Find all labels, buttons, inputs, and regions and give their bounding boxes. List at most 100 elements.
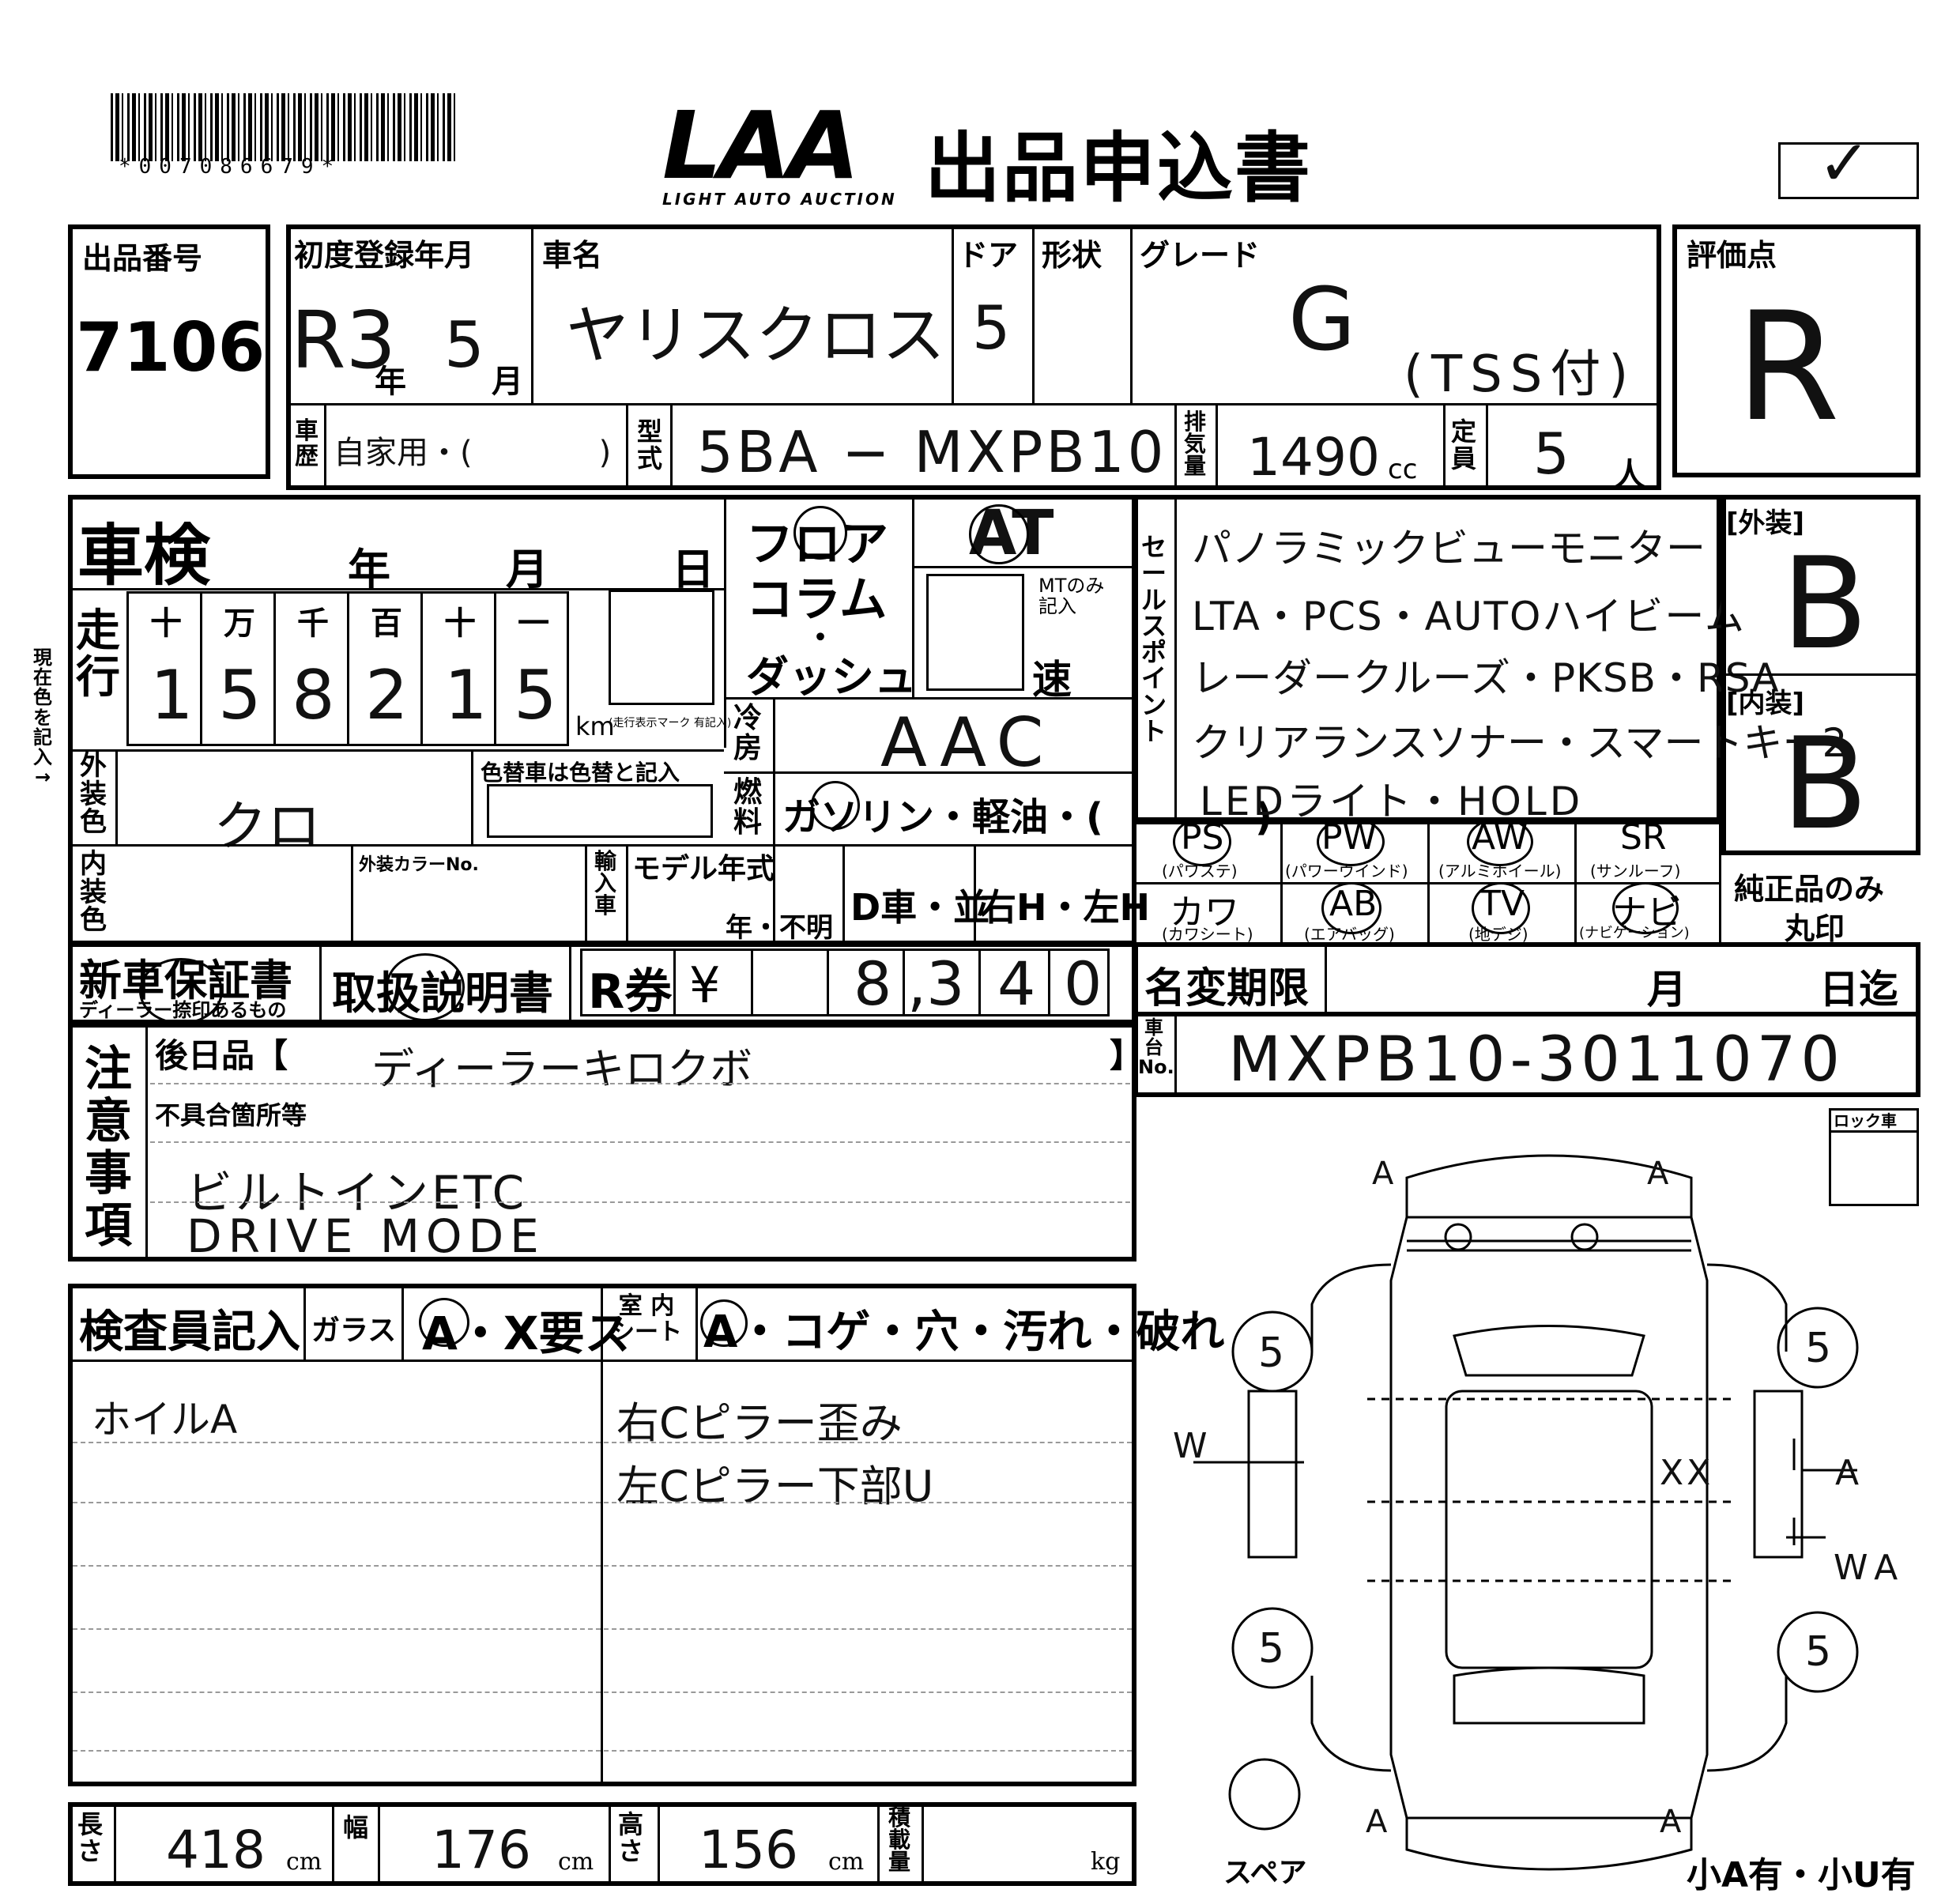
ac-label: 冷房	[733, 702, 762, 764]
mileage-digit-5: 5	[514, 656, 557, 735]
mileage-digit-0: 1	[150, 656, 194, 735]
windshield	[1453, 1325, 1645, 1377]
left-front-fender	[1310, 1263, 1392, 1352]
ac-value: AAC	[880, 703, 1055, 783]
capacity-value: 5	[1533, 421, 1570, 487]
import-label: 輸入車	[594, 848, 616, 918]
height-value: 156	[699, 1820, 798, 1880]
chassis-label-text: 車台No.	[1138, 1075, 1141, 1076]
km-note: (走行表示マーク 有記入)	[609, 717, 732, 730]
chassis-value: MXPB10-3011070	[1228, 1024, 1845, 1096]
inspector-label: 検査員記入	[79, 1307, 300, 1358]
fuel-circle	[811, 781, 860, 830]
interior-value: B	[1781, 710, 1868, 858]
equip-sr-sub: (サンルーフ)	[1590, 862, 1681, 881]
check-mark: ✓	[1818, 126, 1871, 200]
dot-label: ・	[805, 620, 836, 656]
later-label: 後日品【	[155, 1036, 288, 1075]
equip-ps-sub: (パワステ)	[1162, 862, 1238, 881]
ext-color-value: クロ	[213, 796, 322, 858]
height-label: 高さ	[617, 1809, 643, 1866]
name-change-day: 日迄	[1819, 967, 1898, 1013]
first-reg-month: 5	[444, 308, 484, 382]
tire-rear-right-value: 5	[1805, 1628, 1832, 1676]
barcode	[111, 93, 458, 161]
handle-label: 右H・左H	[980, 886, 1150, 929]
model-year-unit: 年・不明	[726, 912, 833, 944]
notes-line-0: ビルトインETC	[187, 1166, 528, 1220]
car-body	[1389, 1216, 1709, 1820]
speed-unit: 速	[1032, 657, 1072, 703]
logo-subtitle: LIGHT AUTO AUCTION	[662, 190, 897, 209]
shape-label: 形状	[1042, 238, 1102, 273]
defects-label: 不具合箇所等	[155, 1100, 307, 1130]
digit-header-0: 十	[150, 605, 182, 642]
genuine-line-1: 純正品のみ	[1734, 872, 1885, 907]
left-sill	[1247, 1390, 1298, 1559]
shaken-label: 車検	[77, 517, 211, 594]
color-change-note: 色替車は色替と記入	[481, 760, 680, 786]
notes-line-1: DRIVE MODE	[187, 1209, 545, 1263]
tire-front-left	[1231, 1311, 1314, 1393]
genuine-line-2: 丸印	[1785, 911, 1845, 946]
name-change-month: 月	[1647, 967, 1687, 1013]
corner-a-fl: A	[1372, 1156, 1394, 1192]
tire-rear-left	[1231, 1607, 1314, 1689]
lot-label: 出品番号	[82, 241, 203, 276]
recycle-label: R券	[588, 964, 673, 1020]
equip-pw-sub: (パワーウインド)	[1285, 862, 1408, 881]
model-year-label: モデル年式	[632, 853, 775, 885]
equip-kawa-sub: (カワシート)	[1162, 925, 1253, 944]
grade-label: グレード	[1140, 238, 1261, 273]
mileage-side-note: 現在色を記入→	[33, 647, 52, 789]
mileage-digit-3: 2	[365, 656, 409, 735]
later-value: ディーラーキロクボ	[371, 1044, 753, 1094]
mt-note: MTのみ記入	[1038, 575, 1105, 618]
shaken-year-unit: 年	[348, 545, 390, 594]
mileage-digit-4: 1	[444, 656, 488, 735]
km-unit: km	[575, 711, 615, 741]
width-value: 176	[432, 1820, 531, 1880]
length-unit: cm	[286, 1848, 322, 1876]
width-unit: cm	[558, 1848, 594, 1876]
model-type: 5BA − MXPB10	[697, 419, 1167, 485]
car-name-label: 車名	[542, 238, 603, 273]
notes-label: 注意事項	[85, 1042, 132, 1254]
load-label: 積載量	[888, 1805, 910, 1875]
grade-value: G	[1288, 269, 1356, 370]
page-title: 出品申込書	[925, 124, 1312, 213]
tire-rear-right	[1777, 1611, 1859, 1693]
right-front-fender	[1706, 1263, 1788, 1352]
sales-point-line-1: LTA・PCS・AUTOハイビーム	[1192, 594, 1746, 639]
equip-kawa: カワ	[1170, 892, 1239, 933]
yen-sign: ¥	[689, 956, 721, 1014]
history-value: 自家用・( )	[334, 435, 612, 471]
score-label: 評価点	[1687, 238, 1777, 273]
history-label: 車歴	[295, 417, 318, 470]
right-headlight	[1570, 1223, 1599, 1251]
dealer-label: D車・並	[850, 886, 990, 929]
dash-label: ダッシュ	[746, 652, 917, 702]
exterior-label: [外装]	[1726, 507, 1805, 539]
check-box[interactable]	[1778, 142, 1919, 199]
mileage-label: 走行	[76, 605, 120, 703]
first-reg-label: 初度登録年月	[294, 238, 475, 273]
fuel-label: 燃料	[733, 776, 762, 839]
first-reg-year-unit: 年	[375, 364, 406, 400]
corner-a-rr: A	[1660, 1804, 1682, 1840]
int-color-label: 内装色	[80, 848, 107, 937]
inspector-note-left: ホイルA	[92, 1397, 238, 1443]
door-value: 5	[972, 292, 1011, 363]
odo-mark-box[interactable]	[609, 590, 714, 705]
mt-box[interactable]	[926, 574, 1024, 691]
lock-label: ロック車	[1834, 1111, 1897, 1130]
color-change-box[interactable]	[487, 784, 713, 838]
sales-point-line-3: クリアランスソナー・スマートキー2	[1192, 720, 1848, 766]
digit-header-1: 万	[224, 605, 255, 642]
car-damage-diagram	[1193, 1154, 1859, 1871]
shaken-day-unit: 日	[672, 545, 714, 594]
inspector-note-right-1: 左Cピラー下部U	[616, 1461, 934, 1511]
diagram-footer: 小A有・小U有	[1687, 1855, 1916, 1895]
lock-box[interactable]	[1829, 1108, 1919, 1206]
